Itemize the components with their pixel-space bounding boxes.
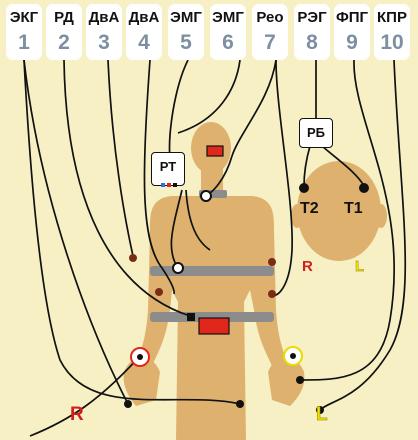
channel-number: 4 xyxy=(138,31,150,54)
channel-box-6: ЭМГ 6 xyxy=(210,4,246,60)
channel-number: 9 xyxy=(346,31,358,54)
channel-label: ЭМГ xyxy=(170,9,202,26)
channel-box-9: ФПГ 9 xyxy=(334,4,370,60)
channel-box-4: ДвА 4 xyxy=(126,4,162,60)
channel-label: ЭКГ xyxy=(9,9,39,26)
pt-connector-black xyxy=(173,183,177,187)
channel-box-7: Рео 7 xyxy=(252,4,288,60)
channel-number: 6 xyxy=(222,31,234,54)
pb-unit-label: РБ xyxy=(306,125,325,140)
channel-label: Рео xyxy=(256,9,284,26)
channel-label: ДвА xyxy=(88,9,120,26)
channel-box-10: КПР 10 xyxy=(374,4,410,60)
channel-box-1: ЭКГ 1 xyxy=(6,4,42,60)
channel-label: РД xyxy=(54,9,74,26)
channel-box-8: РЭГ 8 xyxy=(294,4,330,60)
channel-label: КПР xyxy=(377,9,407,26)
head-right-marker: R xyxy=(302,258,313,275)
channel-box-2: РД 2 xyxy=(46,4,82,60)
t1-label: Т1 xyxy=(344,200,363,217)
channel-label: ДвА xyxy=(128,9,160,26)
pt-unit: РТ xyxy=(151,152,185,187)
channel-label: РЭГ xyxy=(297,9,327,26)
channel-number: 8 xyxy=(306,31,318,54)
channel-number: 3 xyxy=(98,31,110,54)
head-left-marker: L xyxy=(355,258,365,275)
pt-unit-label: РТ xyxy=(159,159,177,174)
bottom-right-marker: R xyxy=(70,404,84,425)
channel-number: 1 xyxy=(18,31,30,54)
channel-label: ФПГ xyxy=(335,9,369,26)
pt-connector-blue xyxy=(161,183,165,187)
channel-number: 5 xyxy=(180,31,192,54)
pt-connector-red xyxy=(167,183,171,187)
wires xyxy=(23,59,407,437)
channel-number: 10 xyxy=(380,31,404,54)
pb-unit: РБ xyxy=(299,118,333,148)
devices xyxy=(187,145,230,335)
finger-sensors xyxy=(130,346,303,367)
bottom-left-marker: L xyxy=(316,404,328,426)
channel-label: ЭМГ xyxy=(212,9,244,26)
electrodes xyxy=(124,183,369,414)
channel-box-5: ЭМГ 5 xyxy=(168,4,204,60)
channel-number: 7 xyxy=(264,31,276,54)
channel-box-3: ДвА 3 xyxy=(86,4,122,60)
t2-label: Т2 xyxy=(300,200,319,217)
channel-number: 2 xyxy=(58,31,70,54)
